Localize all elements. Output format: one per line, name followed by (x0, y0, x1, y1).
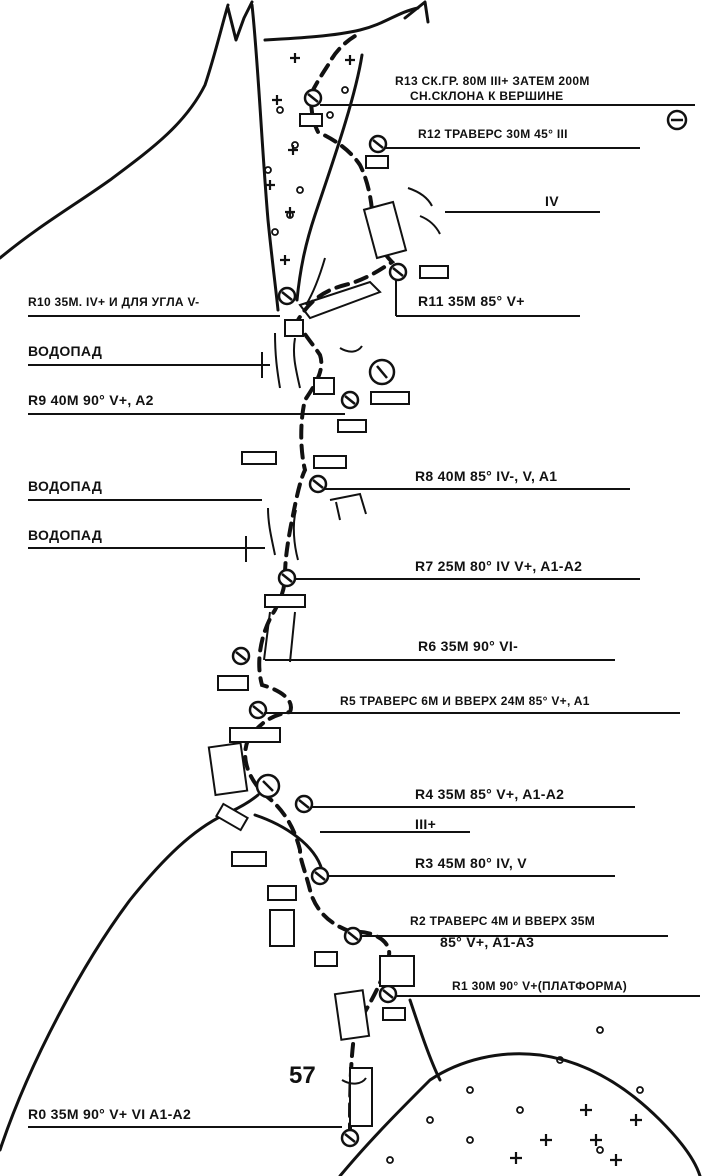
label-r8: R8 40М 85° IV-, V, A1 (415, 468, 558, 484)
label-r10: R10 35M. IV+ И ДЛЯ УГЛА V- (28, 295, 200, 309)
label-r7: R7 25М 80° IV V+, A1-A2 (415, 558, 583, 574)
ledge (269, 909, 295, 947)
ledge (267, 885, 297, 901)
ridge-arrow (403, 0, 430, 24)
upper-right-ridge (263, 6, 420, 42)
lower-left-flank (0, 793, 260, 1152)
ledge (284, 319, 304, 337)
overhang-mark (339, 345, 363, 353)
ledge (215, 802, 249, 832)
label-waterfall-1: ВОДОПАД (28, 343, 103, 359)
ledge (231, 851, 267, 867)
label-r12: R12 ТРАВЕРС 30М 45° III (418, 127, 568, 141)
waterfall-mark (267, 507, 276, 556)
label-r13-line1: R13 СК.ГР. 80М III+ ЗАТЕМ 200М (395, 74, 590, 88)
block (362, 200, 408, 260)
left-ridge-line (0, 3, 230, 260)
ledge (299, 113, 323, 127)
label-r0: R0 35М 90° V+ VI A1-A2 (28, 1106, 192, 1122)
rock-crack (408, 998, 442, 1082)
label-iii-plus: III+ (415, 816, 437, 832)
label-r6: R6 35М 90° VI- (418, 638, 519, 654)
label-r9: R9 40М 90° V+, A2 (28, 392, 154, 408)
label-r2-line2: 85° V+, A1-A3 (440, 934, 535, 950)
waterfall-mark (292, 337, 301, 389)
label-r3: R3 45М 80° IV, V (415, 855, 527, 871)
dihedral (207, 741, 249, 797)
ledge (382, 1007, 406, 1021)
ledge (313, 455, 347, 469)
overhang-mark (341, 1077, 367, 1085)
waterfall-mark (274, 332, 281, 389)
ledge (314, 951, 338, 967)
label-iv: IV (545, 193, 559, 209)
ledge (365, 155, 389, 169)
label-r13-line2: СН.СКЛОНА К ВЕРШИНЕ (410, 89, 564, 103)
route-line (243, 34, 396, 1138)
label-r4: R4 35М 85° V+, A1-A2 (415, 786, 565, 802)
slab-mark (298, 280, 382, 320)
ledge (241, 451, 277, 465)
dihedral-line (263, 611, 296, 663)
overhang-mark (419, 215, 441, 235)
summit-peak-outline (226, 0, 254, 42)
label-waterfall-3: ВОДОПАД (28, 527, 103, 543)
dihedral (333, 989, 371, 1041)
ledge (264, 594, 306, 608)
ledge (229, 727, 281, 743)
support-mark (329, 492, 367, 521)
label-r1: R1 30М 90° V+(ПЛАТФОРМА) (452, 979, 628, 993)
dihedral (349, 1067, 373, 1127)
label-r5: R5 ТРАВЕРС 6М И ВВЕРХ 24М 85° V+, A1 (340, 694, 590, 708)
lower-right-rock-outline (338, 1052, 702, 1176)
label-r11: R11 35М 85° V+ (418, 293, 525, 309)
crack-arc (253, 813, 324, 872)
ledge (419, 265, 449, 279)
ledge (379, 955, 415, 987)
page-number: 57 (289, 1062, 316, 1089)
gully-right-wall (295, 53, 364, 302)
ledge (370, 391, 410, 405)
waterfall-mark (292, 509, 299, 561)
label-r2-line1: R2 ТРАВЕРС 4М И ВВЕРХ 35М (410, 914, 596, 928)
overhang-mark (407, 187, 433, 207)
ledge (217, 675, 249, 691)
label-waterfall-2: ВОДОПАД (28, 478, 103, 494)
ledge (337, 419, 367, 433)
ledge (313, 377, 335, 395)
gully-left-wall (250, 3, 280, 312)
